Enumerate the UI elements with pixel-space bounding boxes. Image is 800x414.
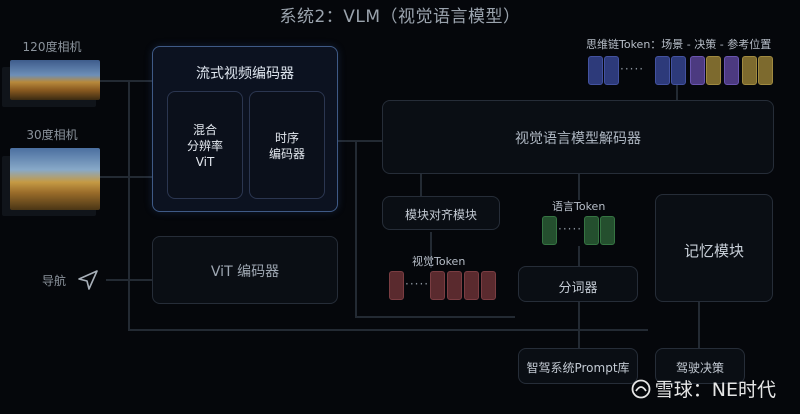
cot-token [604, 56, 619, 85]
connector-line [698, 302, 700, 348]
connector-line [355, 316, 515, 318]
cot-token [655, 56, 670, 85]
camera-image-30 [10, 148, 100, 210]
navigation-arrow-icon [76, 268, 100, 292]
cot-token-label: 思维链Token：场景 - 决策 - 参考位置 [586, 38, 772, 51]
connector-line [578, 246, 580, 266]
visual-token [464, 271, 479, 300]
tokenizer-label: 分词器 [558, 281, 598, 296]
watermark: 雪球：NE时代 [631, 375, 776, 402]
language-token [542, 216, 557, 245]
connector-line [128, 80, 130, 330]
camera-label-30: 30度相机 [26, 128, 78, 142]
memory-module-label: 记忆模块 [683, 242, 744, 260]
connector-line [420, 174, 422, 196]
vit-encoder: ViT 编码器 [152, 236, 338, 304]
connector-line [578, 174, 580, 200]
driving-decision-label: 驾驶决策 [675, 361, 724, 375]
cot-token [588, 56, 603, 85]
mixed-resolution-vit: 混合 分辨率 ViT [167, 91, 243, 199]
memory-module: 记忆模块 [655, 194, 773, 302]
camera-image-120 [10, 60, 100, 100]
temporal-encoder: 时序 编码器 [249, 91, 325, 199]
vlm-decoder: 视觉语言模型解码器 [382, 100, 774, 174]
cot-token [724, 56, 739, 85]
connector-line [338, 140, 382, 142]
connector-line [100, 176, 152, 178]
page-title: 系统2：VLM（视觉语言模型） [279, 7, 521, 27]
visual-token-label: 视觉Token [412, 255, 466, 268]
mixed-vit-label: 混合 分辨率 ViT [186, 123, 223, 169]
tokenizer: 分词器 [518, 266, 638, 302]
language-token [584, 216, 599, 245]
prompt-library-label: 智驾系统Prompt库 [526, 361, 630, 375]
connector-line [128, 329, 648, 331]
temporal-encoder-label: 时序 编码器 [268, 131, 305, 161]
cot-token [758, 56, 773, 85]
camera-label-120: 120度相机 [22, 40, 82, 54]
vlm-decoder-label: 视觉语言模型解码器 [515, 131, 641, 147]
alignment-module-label: 模块对齐模块 [404, 208, 477, 222]
connector-line [676, 84, 678, 100]
prompt-library: 智驾系统Prompt库 [518, 348, 638, 384]
watermark-text: 雪球：NE时代 [654, 379, 776, 401]
connector-line [100, 80, 152, 82]
language-token-label: 语言Token [552, 200, 606, 213]
connector-line [430, 232, 432, 268]
visual-token [389, 271, 404, 300]
vit-encoder-label: ViT 编码器 [210, 264, 280, 280]
snowball-logo-icon [631, 379, 651, 399]
cot-token [671, 56, 686, 85]
language-token [600, 216, 615, 245]
connector-line [355, 140, 357, 318]
cot-token [706, 56, 721, 85]
stream-encoder-title: 流式视频编码器 [196, 66, 294, 82]
cot-token [742, 56, 757, 85]
token-ellipsis: ····· [405, 277, 430, 291]
token-ellipsis: ····· [620, 62, 645, 76]
visual-token [447, 271, 462, 300]
alignment-module: 模块对齐模块 [382, 196, 500, 230]
connector-line [578, 302, 580, 348]
cot-token [690, 56, 705, 85]
token-ellipsis: ····· [558, 222, 583, 236]
visual-token [430, 271, 445, 300]
nav-label: 导航 [42, 274, 67, 288]
visual-token [481, 271, 496, 300]
connector-line [106, 279, 152, 281]
driving-decision: 驾驶决策 [655, 348, 745, 384]
stream-video-encoder: 流式视频编码器 混合 分辨率 ViT 时序 编码器 [152, 46, 338, 212]
